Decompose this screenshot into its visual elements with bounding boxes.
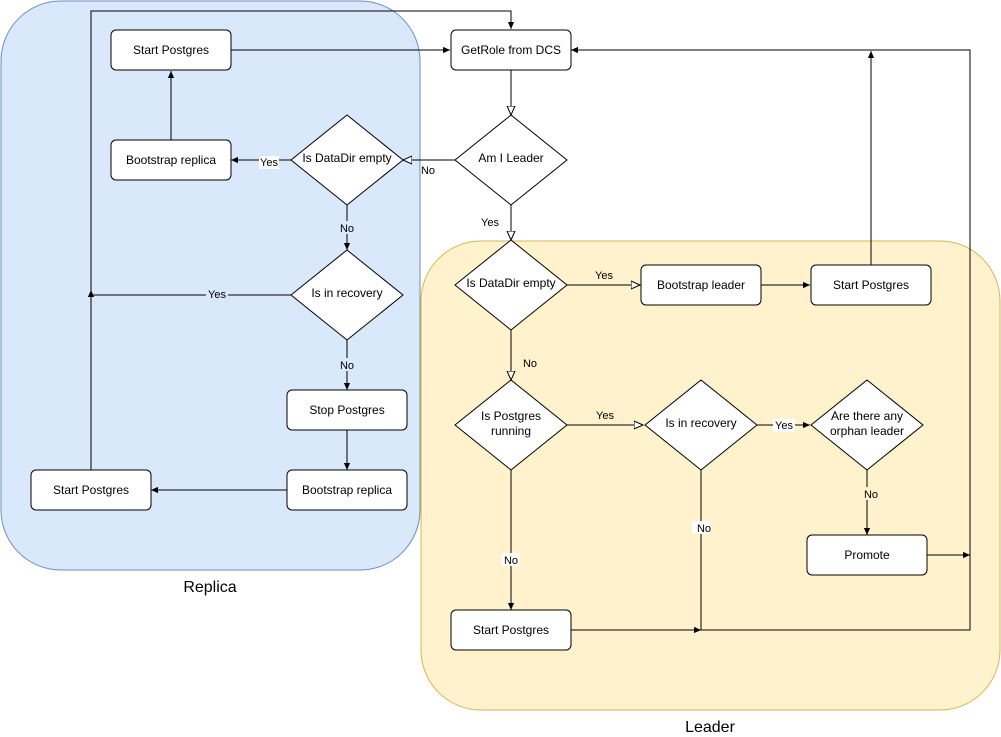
l-bootstrap-leader-box [640,264,762,306]
edge-label-bg [338,358,356,371]
replica-region-label: Replica [183,579,236,596]
edge-label-r-datadir-yes: Yes [260,157,278,169]
l-orphan-leader-label-1: Are there any [831,409,903,423]
leader-region [420,240,1001,711]
l-start-postgres-top-box [810,264,932,306]
edge-label-r-datadir-no: No [340,223,354,235]
edge-label-bg [259,156,279,169]
l-is-in-recovery-diamond [644,379,758,471]
getrole-label: GetRole from DCS [461,43,561,57]
l-is-in-recovery-label: Is in recovery [665,416,736,430]
r-bootstrap-replica-bottom-label: Bootstrap replica [302,483,392,497]
edge-label-r-recovery-no: No [340,360,354,372]
edge-label-l-datadir-no: No [523,358,537,370]
edge-l-loop-to-getrole [571,46,971,631]
edge-label-l-recovery-yes: Yes [775,420,793,432]
l-start-postgres-bottom-box [450,609,572,651]
r-start-postgres-bottom-label: Start Postgres [53,483,129,497]
l-promote-label: Promote [844,548,890,562]
r-bootstrap-replica-bottom-box [286,469,408,511]
l-start-postgres-bottom-label: Start Postgres [473,623,549,637]
r-datadir-empty-diamond [290,114,404,206]
edge-label-bg [692,521,710,534]
edge-label-l-datadir-yes: Yes [595,270,613,282]
l-postgres-running-diamond [454,379,568,471]
edge-label-am-i-leader-yes: Yes [481,217,499,229]
edge-label-bg [206,288,228,301]
edge-label-bg [338,221,356,234]
l-datadir-empty-diamond [454,239,568,331]
edge-label-l-orphan-no: No [864,489,878,501]
r-datadir-empty-label: Is DataDir empty [302,151,391,165]
r-start-postgres-top-box [110,29,232,71]
l-orphan-leader-label-2: orphan leader [830,424,904,438]
am-i-leader-label: Am I Leader [478,151,543,165]
getrole-box [450,29,572,71]
edge-label-l-recovery-no: No [697,523,711,535]
am-i-leader-diamond [454,114,568,206]
l-datadir-empty-label: Is DataDir empty [466,276,555,290]
r-bootstrap-replica-top-box [110,139,232,181]
r-bootstrap-replica-top-label: Bootstrap replica [126,153,216,167]
edge-label-bg [773,419,795,432]
leader-region-label: Leader [685,719,735,736]
r-is-in-recovery-diamond [290,249,404,341]
r-start-postgres-top-label: Start Postgres [133,43,209,57]
edge-label-r-recovery-yes: Yes [208,289,226,301]
edge-label-l-running-yes: Yes [596,410,614,422]
l-orphan-leader-diamond [810,379,924,471]
edge-label-l-running-no: No [504,555,518,567]
l-bootstrap-leader-label: Bootstrap leader [657,278,745,292]
l-start-postgres-top-label: Start Postgres [833,278,909,292]
l-promote-box [806,534,928,576]
edge-label-am-i-leader-no: No [421,165,435,177]
edge-label-bg [502,553,520,566]
r-is-in-recovery-label: Is in recovery [311,286,382,300]
edge-r-loop-to-getrole [90,10,515,297]
r-start-postgres-bottom-box [30,469,152,511]
r-stop-postgres-box [286,389,408,431]
r-stop-postgres-label: Stop Postgres [309,403,384,417]
l-postgres-running-label-1: Is Postgres [481,409,541,423]
edge-label-bg [858,487,876,500]
l-postgres-running-label-2: running [491,424,531,438]
